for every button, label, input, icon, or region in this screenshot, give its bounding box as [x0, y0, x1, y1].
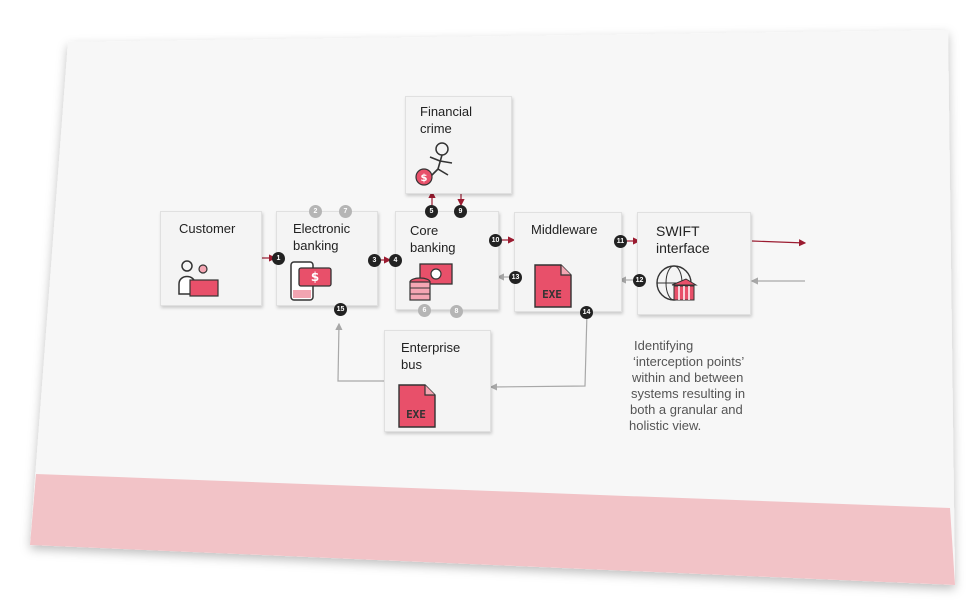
node-swift-interface-label: SWIFT interface — [656, 223, 710, 256]
badge-5: 5 — [425, 205, 438, 218]
arrow-out — [751, 239, 807, 247]
node-financial-crime: Financial crime $ — [405, 96, 512, 194]
exe-file-icon: EXE — [534, 264, 572, 308]
badge-11: 11 — [614, 235, 627, 248]
node-middleware-label: Middleware — [531, 222, 598, 237]
node-core-banking: Core banking — [395, 211, 499, 310]
svg-text:$: $ — [421, 173, 428, 184]
badge-12: 12 — [633, 274, 646, 287]
badge-10: 10 — [489, 234, 502, 247]
node-core-banking-label: Core banking — [410, 223, 456, 255]
node-enterprise-bus: Enterprise bus EXE — [384, 330, 491, 432]
thief-running-icon: $ — [415, 142, 453, 186]
badge-4: 4 — [389, 254, 402, 267]
node-enterprise-bus-label: Enterprise bus — [401, 340, 461, 372]
svg-text:$: $ — [311, 270, 319, 284]
node-swift-interface: SWIFT interface — [637, 212, 751, 315]
badge-6: 6 — [418, 304, 431, 317]
badge-1: 1 — [272, 252, 285, 265]
arrow-14 — [489, 311, 588, 391]
badge-8: 8 — [450, 305, 463, 318]
caption-line: systems resulting in — [631, 386, 746, 401]
badge-2: 2 — [309, 205, 322, 218]
badge-15: 15 — [334, 303, 347, 316]
mobile-payment-icon: $ — [290, 261, 332, 301]
node-middleware: Middleware EXE — [514, 212, 622, 312]
arrow-15 — [335, 322, 384, 382]
node-financial-crime-label: Financial crime — [420, 104, 473, 136]
caption-line: within and between — [632, 370, 744, 385]
badge-14: 14 — [580, 306, 593, 319]
exe-label-middleware: EXE — [542, 288, 562, 301]
node-electronic-banking-label: Electronic banking — [293, 221, 351, 253]
bank-globe-icon — [656, 265, 698, 301]
caption-line: both a granular and — [630, 402, 743, 417]
node-electronic-banking: Electronic banking $ — [276, 211, 378, 306]
node-customer-label: Customer — [179, 221, 236, 236]
customer-service-icon — [178, 260, 219, 297]
badge-9: 9 — [454, 205, 467, 218]
badge-3: 3 — [368, 254, 381, 267]
cash-coins-icon — [409, 263, 453, 301]
caption: Identifying ‘interception points’ within… — [628, 338, 788, 434]
caption-line: Identifying — [634, 338, 694, 353]
badge-13: 13 — [509, 271, 522, 284]
exe-file-icon: EXE — [398, 384, 436, 428]
caption-line: ‘interception points’ — [633, 354, 745, 369]
node-customer: Customer — [160, 211, 262, 306]
badge-7: 7 — [339, 205, 352, 218]
sheet-footer-band — [30, 474, 955, 585]
exe-label-enterprise-bus: EXE — [406, 408, 426, 421]
caption-line: holistic view. — [629, 418, 702, 433]
